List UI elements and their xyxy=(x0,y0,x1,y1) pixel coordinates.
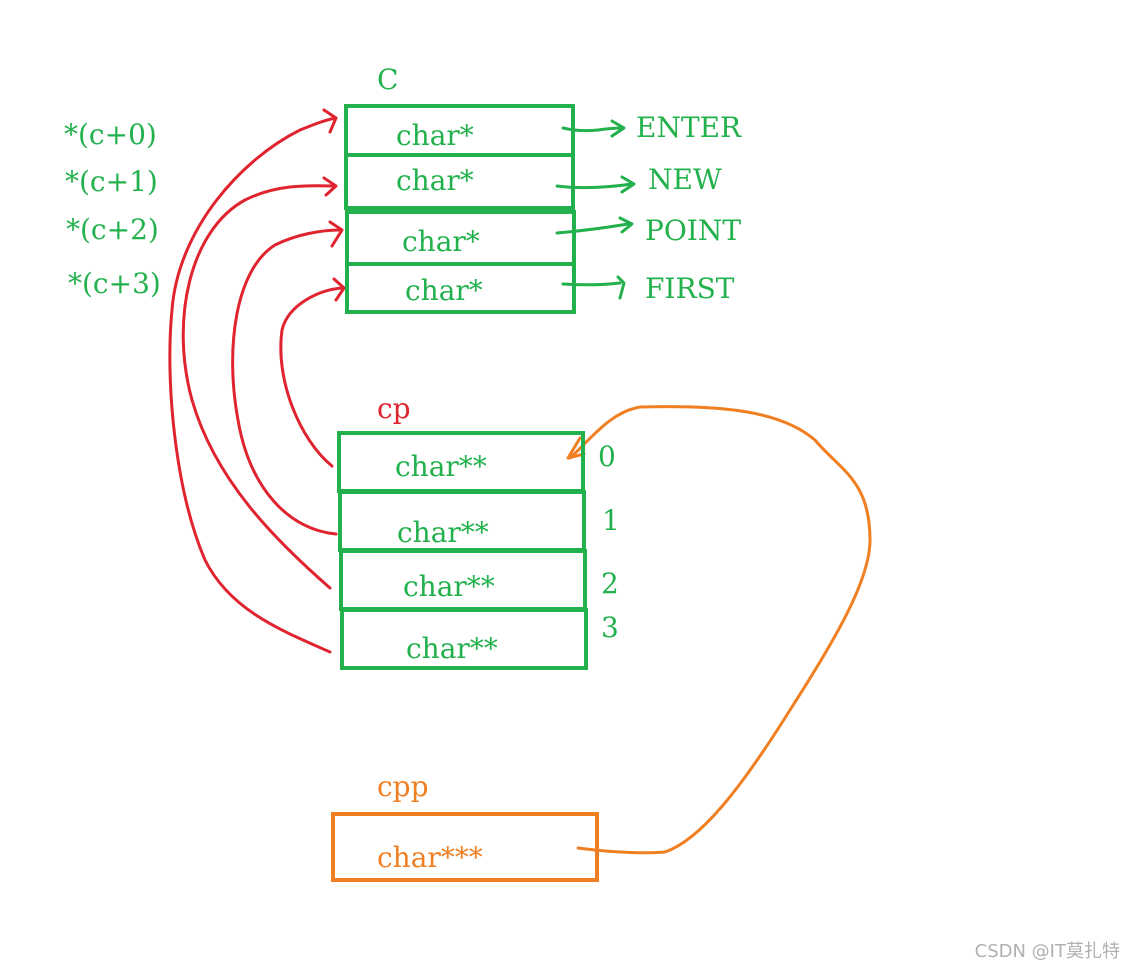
cpp-cell: char*** xyxy=(331,812,599,882)
arrow-cpp-cp0-head xyxy=(566,436,586,460)
expr-c1: *(c+1) xyxy=(65,165,158,198)
c-cell-1: char* xyxy=(344,153,575,210)
target-point: POINT xyxy=(645,214,742,247)
arrow-cp0-c3-head xyxy=(332,277,346,302)
c-cell-0-label: char* xyxy=(396,119,474,152)
cp-cell-0-label: char** xyxy=(395,450,487,483)
arrow-cp0-c3 xyxy=(279,286,344,468)
c-cell-0: char* xyxy=(344,104,575,157)
target-enter: ENTER xyxy=(636,111,742,144)
c-cell-3: char* xyxy=(345,262,576,314)
arrow-cp1-c2-head xyxy=(328,220,344,248)
c-cell-1-label: char* xyxy=(396,164,474,197)
arrow-point xyxy=(555,222,630,235)
arrow-first-head xyxy=(616,275,626,300)
watermark: CSDN @IT莫扎特 xyxy=(974,941,1120,962)
cp-cell-2-label: char** xyxy=(403,570,495,603)
arrow-point-head xyxy=(618,216,634,234)
cpp-cell-label: char*** xyxy=(377,841,483,874)
cp-cell-3-label: char** xyxy=(406,632,498,665)
target-new: NEW xyxy=(648,163,722,196)
cp-index-1: 1 xyxy=(602,504,620,537)
c-to-strings-arrows xyxy=(555,119,636,300)
expr-c0: *(c+0) xyxy=(64,118,157,151)
c-cell-2-label: char* xyxy=(402,225,480,258)
cp-cell-1: char** xyxy=(338,490,586,552)
arrow-new-head xyxy=(620,175,636,194)
arrow-cp3-c1 xyxy=(168,116,338,654)
expr-c2: *(c+2) xyxy=(66,213,159,246)
cp-to-c-arrows xyxy=(168,108,346,654)
c-array-title: C xyxy=(377,63,399,96)
arrow-cp3-c1-head xyxy=(322,108,338,134)
arrow-new xyxy=(555,182,634,190)
expr-c3: *(c+3) xyxy=(68,267,161,300)
arrow-cp1-c2 xyxy=(231,228,342,536)
cp-index-3: 3 xyxy=(601,611,619,644)
cp-cell-2: char** xyxy=(339,549,587,611)
arrow-cp2-c0-head xyxy=(322,176,338,197)
arrow-first xyxy=(561,281,622,287)
arrow-cpp-cp0 xyxy=(568,405,872,855)
arrow-enter-head xyxy=(610,119,626,138)
arrow-cp2-c0 xyxy=(181,184,336,590)
cp-array-title: cp xyxy=(377,392,411,425)
c-cell-2: char* xyxy=(345,210,576,266)
cp-index-2: 2 xyxy=(601,567,619,600)
cp-cell-0: char** xyxy=(337,431,585,493)
cp-cell-1-label: char** xyxy=(397,516,489,549)
cpp-title: cpp xyxy=(377,770,429,803)
cpp-to-cp-arrow xyxy=(566,405,872,855)
cp-cell-3: char** xyxy=(340,608,588,670)
cp-index-0: 0 xyxy=(598,440,616,473)
target-first: FIRST xyxy=(645,272,735,305)
c-cell-3-label: char* xyxy=(405,274,483,307)
